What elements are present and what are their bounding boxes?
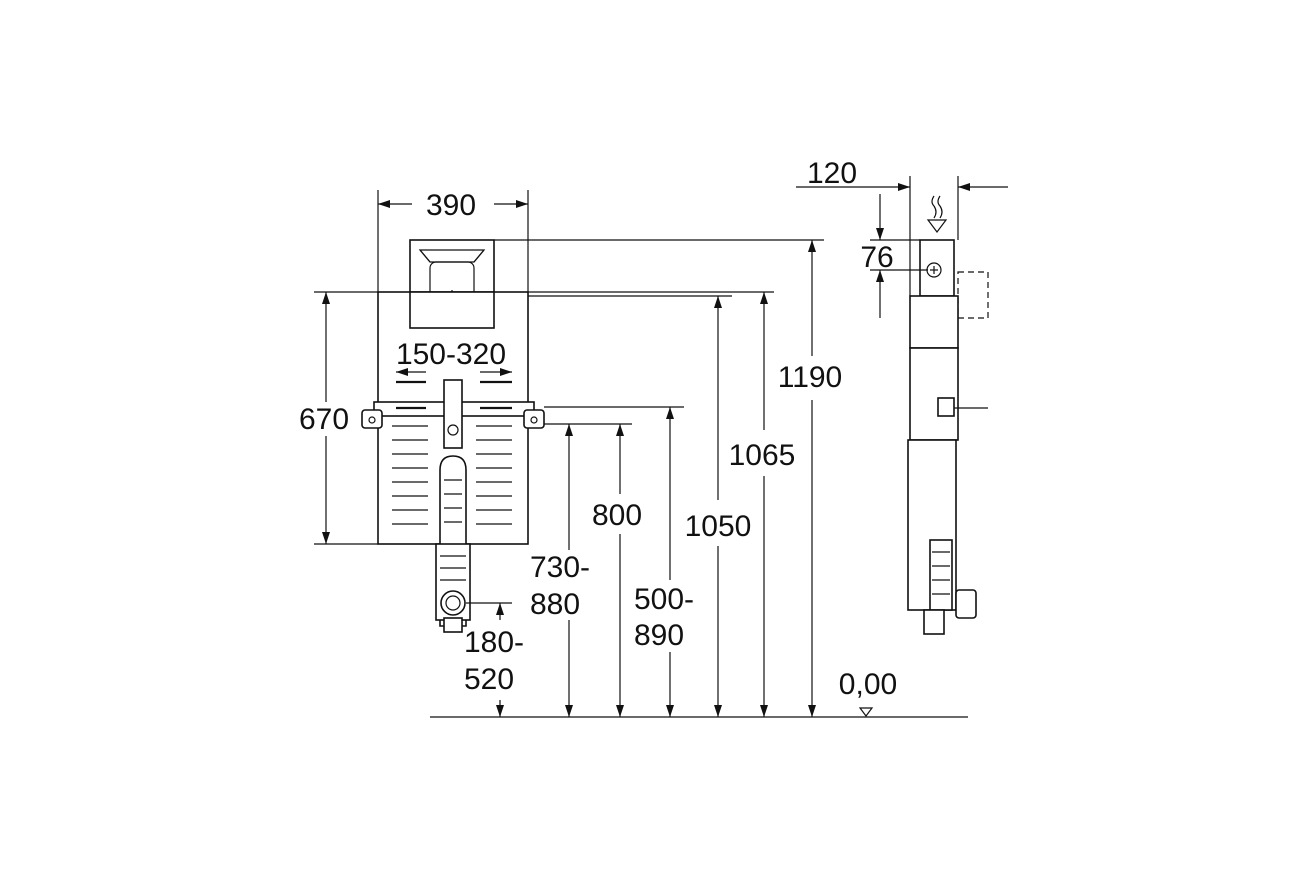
side-cistern xyxy=(919,239,955,297)
front-view xyxy=(361,239,545,633)
drain-outlet xyxy=(440,590,466,616)
side-view xyxy=(907,195,989,635)
label-800: 800 xyxy=(592,499,642,532)
label-range-b-bottom: 890 xyxy=(634,619,684,652)
label-range-a-bottom: 880 xyxy=(530,588,580,621)
label-floor-level: 0,00 xyxy=(839,668,897,701)
bracket-tab-right xyxy=(523,409,545,429)
label-drain-range-bottom: 520 xyxy=(464,663,514,696)
floor-marker xyxy=(858,707,874,717)
dimension-labels: 390 670 150-320 180- 520 730- 880 800 50… xyxy=(299,157,897,701)
side-outlet xyxy=(955,589,977,619)
center-slot xyxy=(443,379,463,449)
label-range-b-top: 500- xyxy=(634,583,694,616)
label-depth-120: 120 xyxy=(807,157,857,190)
label-drain-range-top: 180- xyxy=(464,626,524,659)
label-1050: 1050 xyxy=(685,510,752,543)
side-frame-mid xyxy=(909,347,959,441)
label-range-a-top: 730- xyxy=(530,551,590,584)
frame-ribs xyxy=(392,380,512,525)
label-1190: 1190 xyxy=(778,361,843,394)
label-bracket-range: 150-320 xyxy=(396,338,506,371)
side-frame-upper xyxy=(909,295,959,349)
dimension-lines xyxy=(314,176,1008,718)
label-width-390: 390 xyxy=(426,189,476,222)
label-76: 76 xyxy=(860,241,893,274)
label-1065: 1065 xyxy=(729,439,796,472)
bracket-tab-left xyxy=(361,409,383,429)
label-height-670: 670 xyxy=(299,403,349,436)
